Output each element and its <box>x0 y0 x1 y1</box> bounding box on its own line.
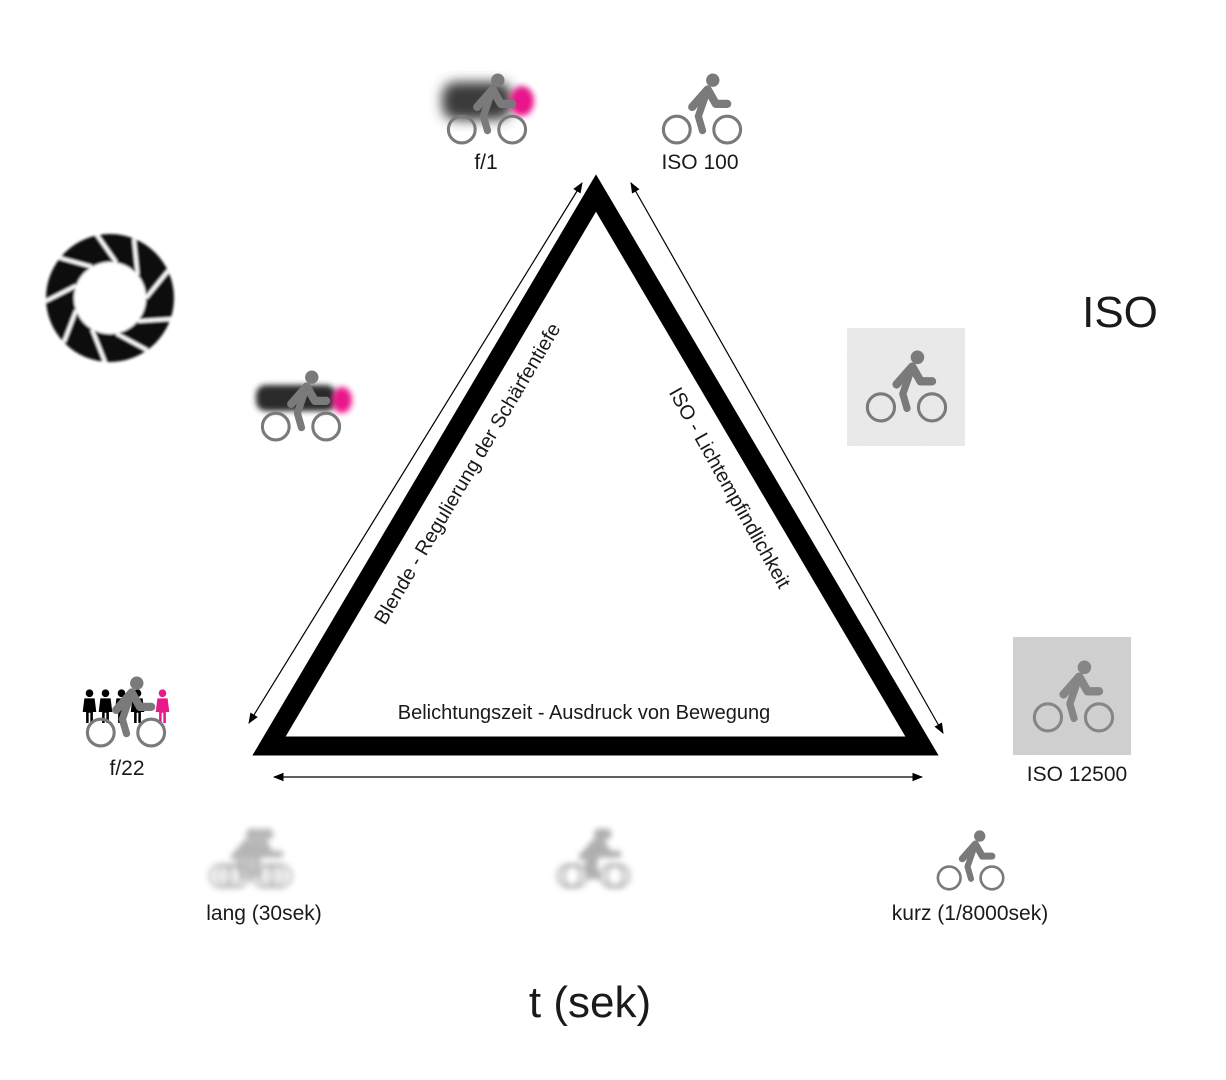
aperture-icon <box>45 233 174 363</box>
left-side-label: Blende - Regulierung der Schärfentiefe <box>370 320 565 629</box>
cyclist-icon <box>938 830 1003 889</box>
bottom-side-label: Belichtungszeit - Ausdruck von Bewegung <box>398 702 770 724</box>
right-side-arrow <box>630 182 944 734</box>
time-short-label: kurz (1/8000sek) <box>892 902 1048 925</box>
time-long-label: lang (30sek) <box>206 902 322 925</box>
iso-low-label: ISO 100 <box>661 151 738 174</box>
time-heading: t (sek) <box>529 978 651 1027</box>
time-long-cyclist <box>210 828 291 887</box>
aperture-open-cyclist <box>442 74 534 143</box>
iso-mid-tile <box>847 328 965 446</box>
time-mid-cyclist <box>558 828 629 887</box>
person-icon <box>155 689 170 723</box>
iso-high-label: ISO 12500 <box>1027 763 1127 786</box>
person-icon <box>82 689 97 723</box>
iso-heading: ISO <box>1082 288 1158 337</box>
aperture-closed-scene <box>82 677 170 746</box>
left-side-arrow <box>248 182 583 724</box>
aperture-open-label: f/1 <box>474 151 497 174</box>
cyclist-icon <box>663 74 740 143</box>
aperture-mid-cyclist <box>256 371 352 440</box>
iso-high-tile <box>1013 637 1131 755</box>
exposure-triangle <box>252 174 939 756</box>
aperture-closed-label: f/22 <box>109 757 144 780</box>
